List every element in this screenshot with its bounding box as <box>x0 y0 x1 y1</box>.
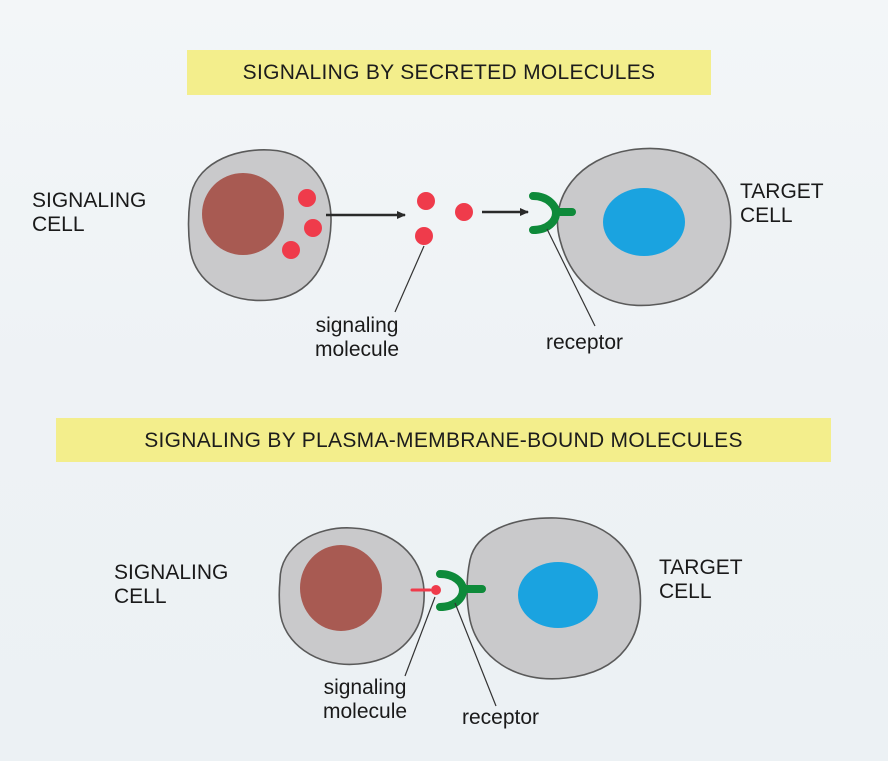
bottom-molecule-leader <box>404 596 436 677</box>
bottom-target-cell-label: TARGET CELL <box>659 556 743 604</box>
top-signaling-cell-label-line1: SIGNALING <box>32 189 147 212</box>
bottom-signaling-cell-label-line1: SIGNALING <box>114 561 229 584</box>
top-molecule-1 <box>298 189 316 207</box>
bottom-signaling-molecule-label-line1: signaling <box>323 676 407 699</box>
bottom-receptor-label: receptor <box>462 706 540 729</box>
bottom-signaling-cell-label: SIGNALING CELL <box>114 561 228 609</box>
bottom-molecule <box>431 585 441 595</box>
top-target-cell-label: TARGET CELL <box>740 180 824 228</box>
bottom-target-cell-nucleus <box>518 562 598 628</box>
bottom-signaling-molecule-label: signaling molecule <box>323 676 407 723</box>
top-signaling-cell-nucleus <box>202 173 284 255</box>
bottom-receptor-leader <box>454 602 497 707</box>
banner-secreted-molecules: SIGNALING BY SECRETED MOLECULES <box>187 50 711 95</box>
top-molecule-leader <box>394 245 425 313</box>
top-molecule-3 <box>282 241 300 259</box>
top-target-cell-label-line2: CELL <box>740 204 793 228</box>
top-molecule-2 <box>304 219 322 237</box>
top-receptor-leader <box>546 228 596 327</box>
top-molecule-5 <box>415 227 433 245</box>
top-molecule-6 <box>455 203 473 221</box>
banner-membrane-bound-molecules: SIGNALING BY PLASMA-MEMBRANE-BOUND MOLEC… <box>56 418 831 462</box>
bottom-signaling-molecule-label-line2: molecule <box>323 699 408 723</box>
bottom-signaling-cell-label-line2: CELL <box>114 585 167 609</box>
top-target-cell-nucleus <box>603 188 685 256</box>
top-signaling-molecule-label-line1: signaling <box>315 314 399 337</box>
top-molecule-4 <box>417 192 435 210</box>
top-receptor-label: receptor <box>546 331 624 354</box>
bottom-target-cell-label-line1: TARGET <box>659 556 743 579</box>
top-target-cell-label-line1: TARGET <box>740 180 824 203</box>
top-signaling-cell-label-line2: CELL <box>32 213 85 237</box>
bottom-target-cell-label-line2: CELL <box>659 580 712 604</box>
top-signaling-cell-label: SIGNALING CELL <box>32 189 146 237</box>
top-signaling-molecule-label: signaling molecule <box>315 314 399 361</box>
top-signaling-molecule-label-line2: molecule <box>315 337 400 361</box>
bottom-signaling-cell-nucleus <box>300 545 382 631</box>
